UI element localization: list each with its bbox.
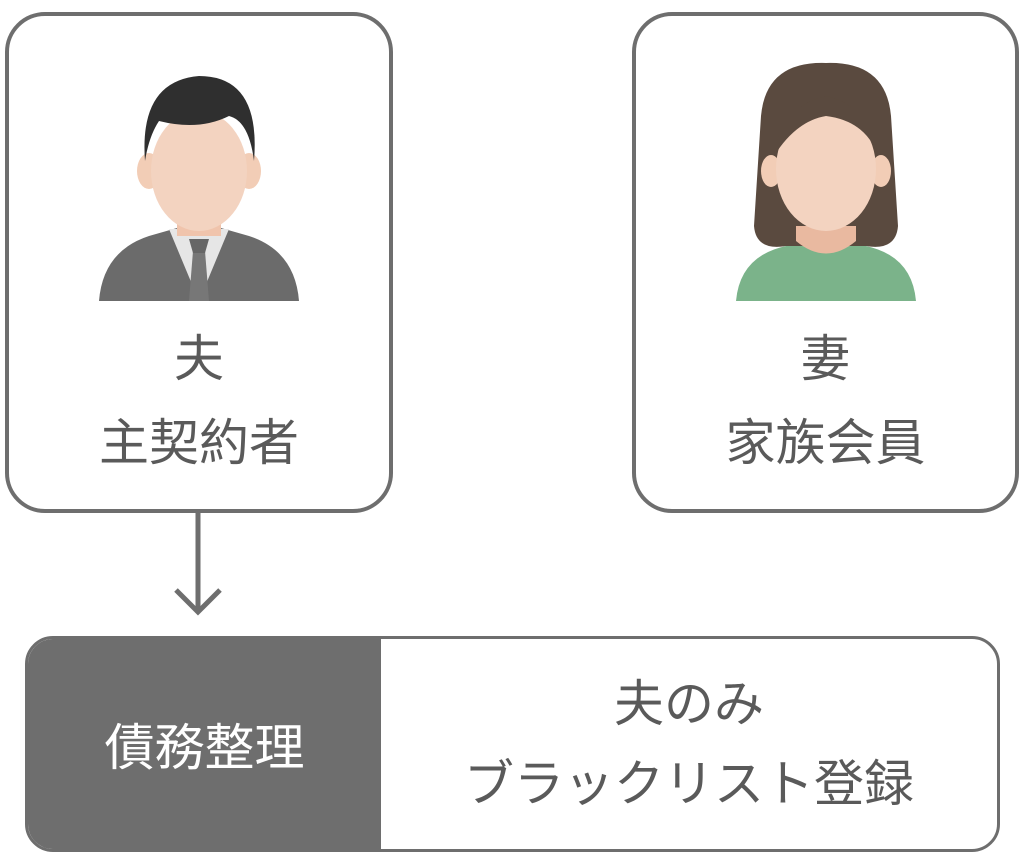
result-description: 夫のみ ブラックリスト登録 <box>381 639 997 849</box>
wife-card: 妻 家族会員 <box>632 12 1019 513</box>
debt-settlement-label: 債務整理 <box>28 639 381 849</box>
result-line-1: 夫のみ <box>614 675 764 733</box>
man-avatar-icon <box>99 76 299 301</box>
husband-card: 夫 主契約者 <box>5 12 393 513</box>
husband-name: 夫 <box>174 330 224 388</box>
result-box: 債務整理 夫のみ ブラックリスト登録 <box>25 636 1000 852</box>
woman-avatar-icon <box>735 62 916 301</box>
wife-name: 妻 <box>800 330 851 388</box>
down-arrow-icon <box>174 510 222 616</box>
husband-role: 主契約者 <box>99 414 299 472</box>
result-line-2: ブラックリスト登録 <box>464 755 914 813</box>
wife-role: 家族会員 <box>725 414 926 472</box>
